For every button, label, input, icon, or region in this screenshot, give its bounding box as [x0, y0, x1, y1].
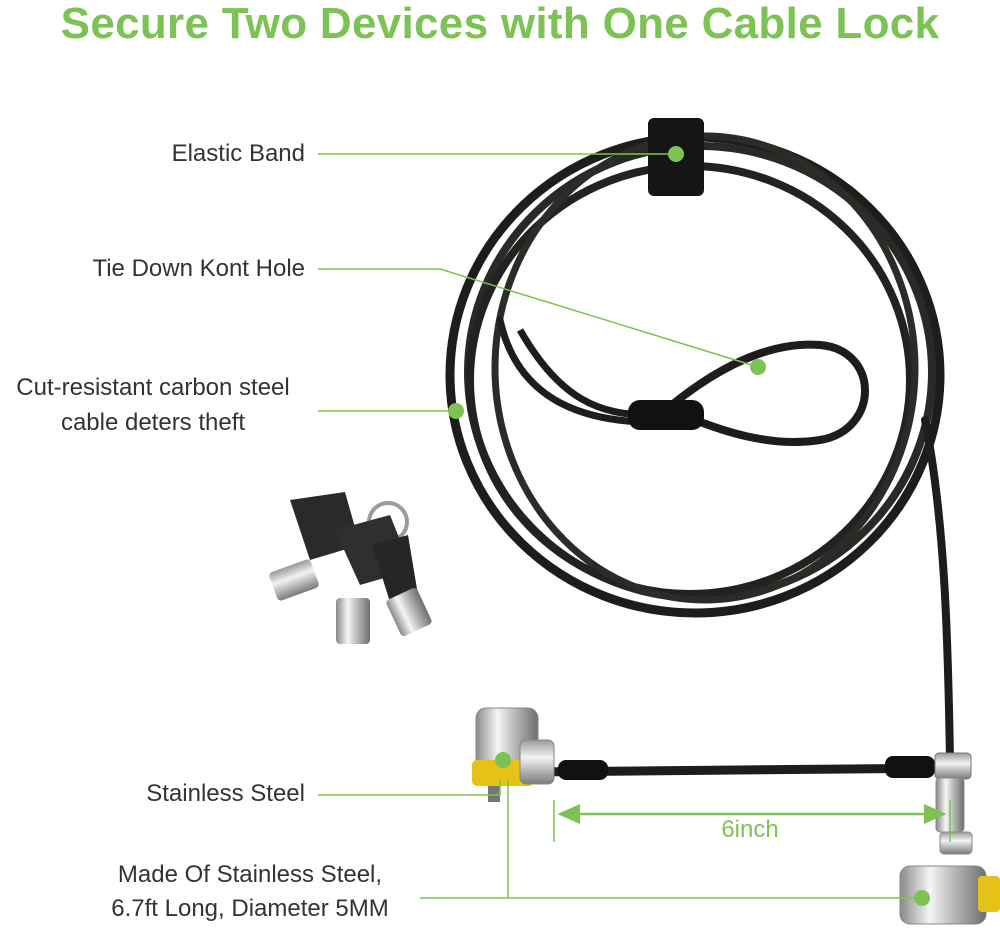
coiled-cable — [445, 132, 954, 764]
junction-connector — [934, 752, 972, 780]
callout-tie-down-hole: Tie Down Kont Hole — [92, 255, 305, 282]
dimension-label: 6inch — [721, 816, 779, 843]
keys-icon — [269, 492, 432, 644]
callout-dots — [448, 146, 930, 906]
callout-made-of-line1: Made Of Stainless Steel, — [117, 861, 383, 888]
callout-cable-line2: cable deters theft — [60, 409, 246, 436]
loop-sleeve — [628, 400, 704, 430]
callout-made-of-line2: 6.7ft Long, Diameter 5MM — [111, 895, 389, 922]
callout-stainless-steel: Stainless Steel — [146, 780, 305, 807]
callout-elastic-band: Elastic Band — [171, 140, 305, 167]
callout-lines — [318, 153, 951, 899]
callout-cable-line1: Cut-resistant carbon steel — [16, 374, 290, 401]
product-title: Secure Two Devices with One Cable Lock — [60, 0, 940, 48]
lock-head-2 — [899, 777, 1000, 925]
lock-head-1 — [472, 707, 555, 802]
